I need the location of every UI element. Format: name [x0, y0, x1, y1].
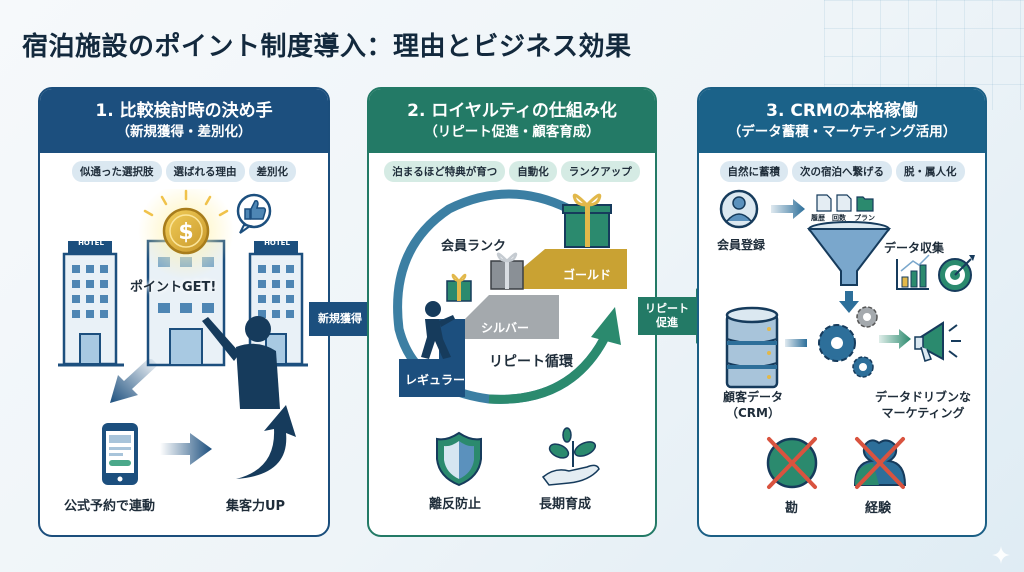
smartphone-icon	[102, 423, 138, 485]
cycle-label: リピート循環	[489, 354, 573, 370]
hotel-left-icon	[58, 241, 124, 367]
tag: 自然に蓄積	[719, 161, 788, 182]
gift-small-icon	[446, 273, 472, 302]
panel-heading: 1. 比較検討時の決め手	[95, 101, 273, 121]
user-avatar-icon	[719, 189, 759, 229]
register-label: 会員登録	[717, 238, 766, 252]
tag: 脱・属人化	[896, 161, 965, 182]
panel-header: 3. CRMの本格稼働 （データ蓄積・マーケティング活用）	[699, 89, 985, 153]
target-icon	[938, 255, 975, 292]
rank-gold: ゴールド	[563, 268, 612, 282]
panel-loyalty: 2. ロイヤルティの仕組み化 （リピート促進・顧客育成） 泊まるほど特典が育つ …	[367, 87, 657, 537]
shield-icon	[436, 431, 482, 487]
coin-dollar-icon: $	[162, 207, 210, 255]
tag: 次の宿泊へ繋げる	[792, 161, 892, 182]
stair-regular	[399, 319, 465, 397]
crm-label-line2: （CRM）	[726, 406, 780, 420]
tag: 自動化	[509, 161, 557, 182]
doc-label-plan: プラン	[854, 214, 875, 222]
panel-crm: 3. CRMの本格稼働 （データ蓄積・マーケティング活用） 自然に蓄積 次の宿泊…	[697, 87, 987, 537]
panel-subheading: （新規獲得・差別化）	[116, 124, 252, 140]
rank-regular: レギュラー	[405, 373, 466, 387]
flow-arrow-label: リピート 促進	[638, 297, 696, 335]
person-pointing-icon	[202, 316, 280, 409]
point-get-label: ポイントGET!	[130, 280, 217, 295]
intuition-label: 勘	[785, 501, 799, 516]
marketing-label-line2: マーケティング	[881, 406, 965, 420]
megaphone-icon	[914, 321, 961, 362]
plant-in-hand-icon	[541, 427, 600, 486]
experience-label: 経験	[865, 501, 892, 516]
crm-label: 顧客データ （CRM）	[721, 389, 785, 421]
document-icon	[816, 194, 852, 212]
cycle-arc-green	[488, 336, 608, 404]
tag-list: 泊まるほど特典が育つ 自動化 ランクアップ	[369, 153, 655, 182]
doc-label-history: 履歴	[811, 214, 825, 222]
panel-heading: 3. CRMの本格稼働	[766, 101, 918, 121]
panel-header: 1. 比較検討時の決め手 （新規獲得・差別化）	[40, 89, 328, 153]
svg-text:$: $	[178, 220, 193, 245]
tag-list: 似通った選択肢 選ばれる理由 差別化	[40, 153, 328, 182]
hotel-sign-right: HOTEL	[264, 239, 290, 247]
right-arrow-icon	[160, 433, 212, 465]
upward-curve-arrow-icon	[236, 405, 296, 479]
churn-prevention-label: 離反防止	[429, 497, 482, 512]
hotels-illustration: $	[58, 189, 308, 409]
gift-gold-icon	[562, 193, 612, 248]
marketing-label: データドリブンな マーケティング	[867, 389, 979, 421]
doc-label-count: 回数	[832, 214, 846, 222]
database-icon	[725, 306, 779, 389]
panel-heading: 2. ロイヤルティの仕組み化	[407, 101, 617, 121]
hotel-sign-left: HOTEL	[78, 239, 104, 247]
crm-label-line1: 顧客データ	[722, 390, 783, 404]
rank-cycle-illustration	[393, 189, 627, 404]
panel-subheading: （データ蓄積・マーケティング活用）	[727, 124, 957, 140]
right-arrow-icon	[879, 329, 911, 349]
gears-icon	[818, 306, 878, 378]
tag: 似通った選択肢	[72, 161, 162, 182]
cycle-arrow-head-icon	[591, 307, 621, 345]
long-term-growth-label: 長期育成	[539, 497, 592, 512]
tag: ランクアップ	[560, 161, 640, 182]
funnel-icon	[806, 221, 892, 286]
right-arrow-icon	[771, 199, 805, 219]
flow-arrow-label-line2: 促進	[656, 316, 678, 329]
panel-subheading: （リピート促進・顧客育成）	[424, 124, 600, 140]
tag: 選ばれる理由	[165, 161, 245, 182]
attract-label: 集客力UP	[226, 499, 286, 514]
panel-new-acquisition: 1. 比較検討時の決め手 （新規獲得・差別化） 似通った選択肢 選ばれる理由 差…	[38, 87, 330, 537]
rank-title: 会員ランク	[441, 239, 507, 254]
stair-gold	[519, 249, 627, 289]
intuition-crossed-icon	[766, 437, 818, 489]
crm-flow-illustration	[719, 189, 975, 389]
down-arrow-icon	[839, 291, 859, 313]
person-climbing-icon	[421, 301, 455, 359]
panel-header: 2. ロイヤルティの仕組み化 （リピート促進・顧客育成）	[369, 89, 655, 153]
page-title: 宿泊施設のポイント制度導入：理由とビジネス効果	[22, 32, 632, 62]
folder-icon	[856, 196, 874, 212]
data-collection-label: データ収集	[884, 241, 945, 255]
tag: 泊まるほど特典が育つ	[384, 161, 506, 182]
sparkle-icon	[992, 546, 1010, 564]
connector-icon	[785, 339, 807, 347]
rank-silver: シルバー	[481, 321, 530, 335]
gift-silver-icon	[490, 252, 524, 290]
booking-label: 公式予約で連動	[64, 499, 156, 514]
tag: 差別化	[248, 161, 296, 182]
stair-silver	[465, 295, 559, 339]
experience-crossed-icon	[853, 437, 907, 489]
marketing-label-line1: データドリブンな	[874, 390, 971, 404]
flow-arrow-label: 新規獲得	[309, 302, 371, 336]
booking-flow-illustration	[102, 359, 296, 485]
growth-chart-icon	[896, 254, 930, 290]
thumbs-up-bubble-icon	[236, 193, 272, 234]
coin-rays	[143, 189, 229, 217]
down-left-arrow-icon	[110, 359, 158, 403]
tag-list: 自然に蓄積 次の宿泊へ繋げる 脱・属人化	[699, 153, 985, 182]
flow-arrow-label-line1: リピート	[645, 302, 689, 315]
